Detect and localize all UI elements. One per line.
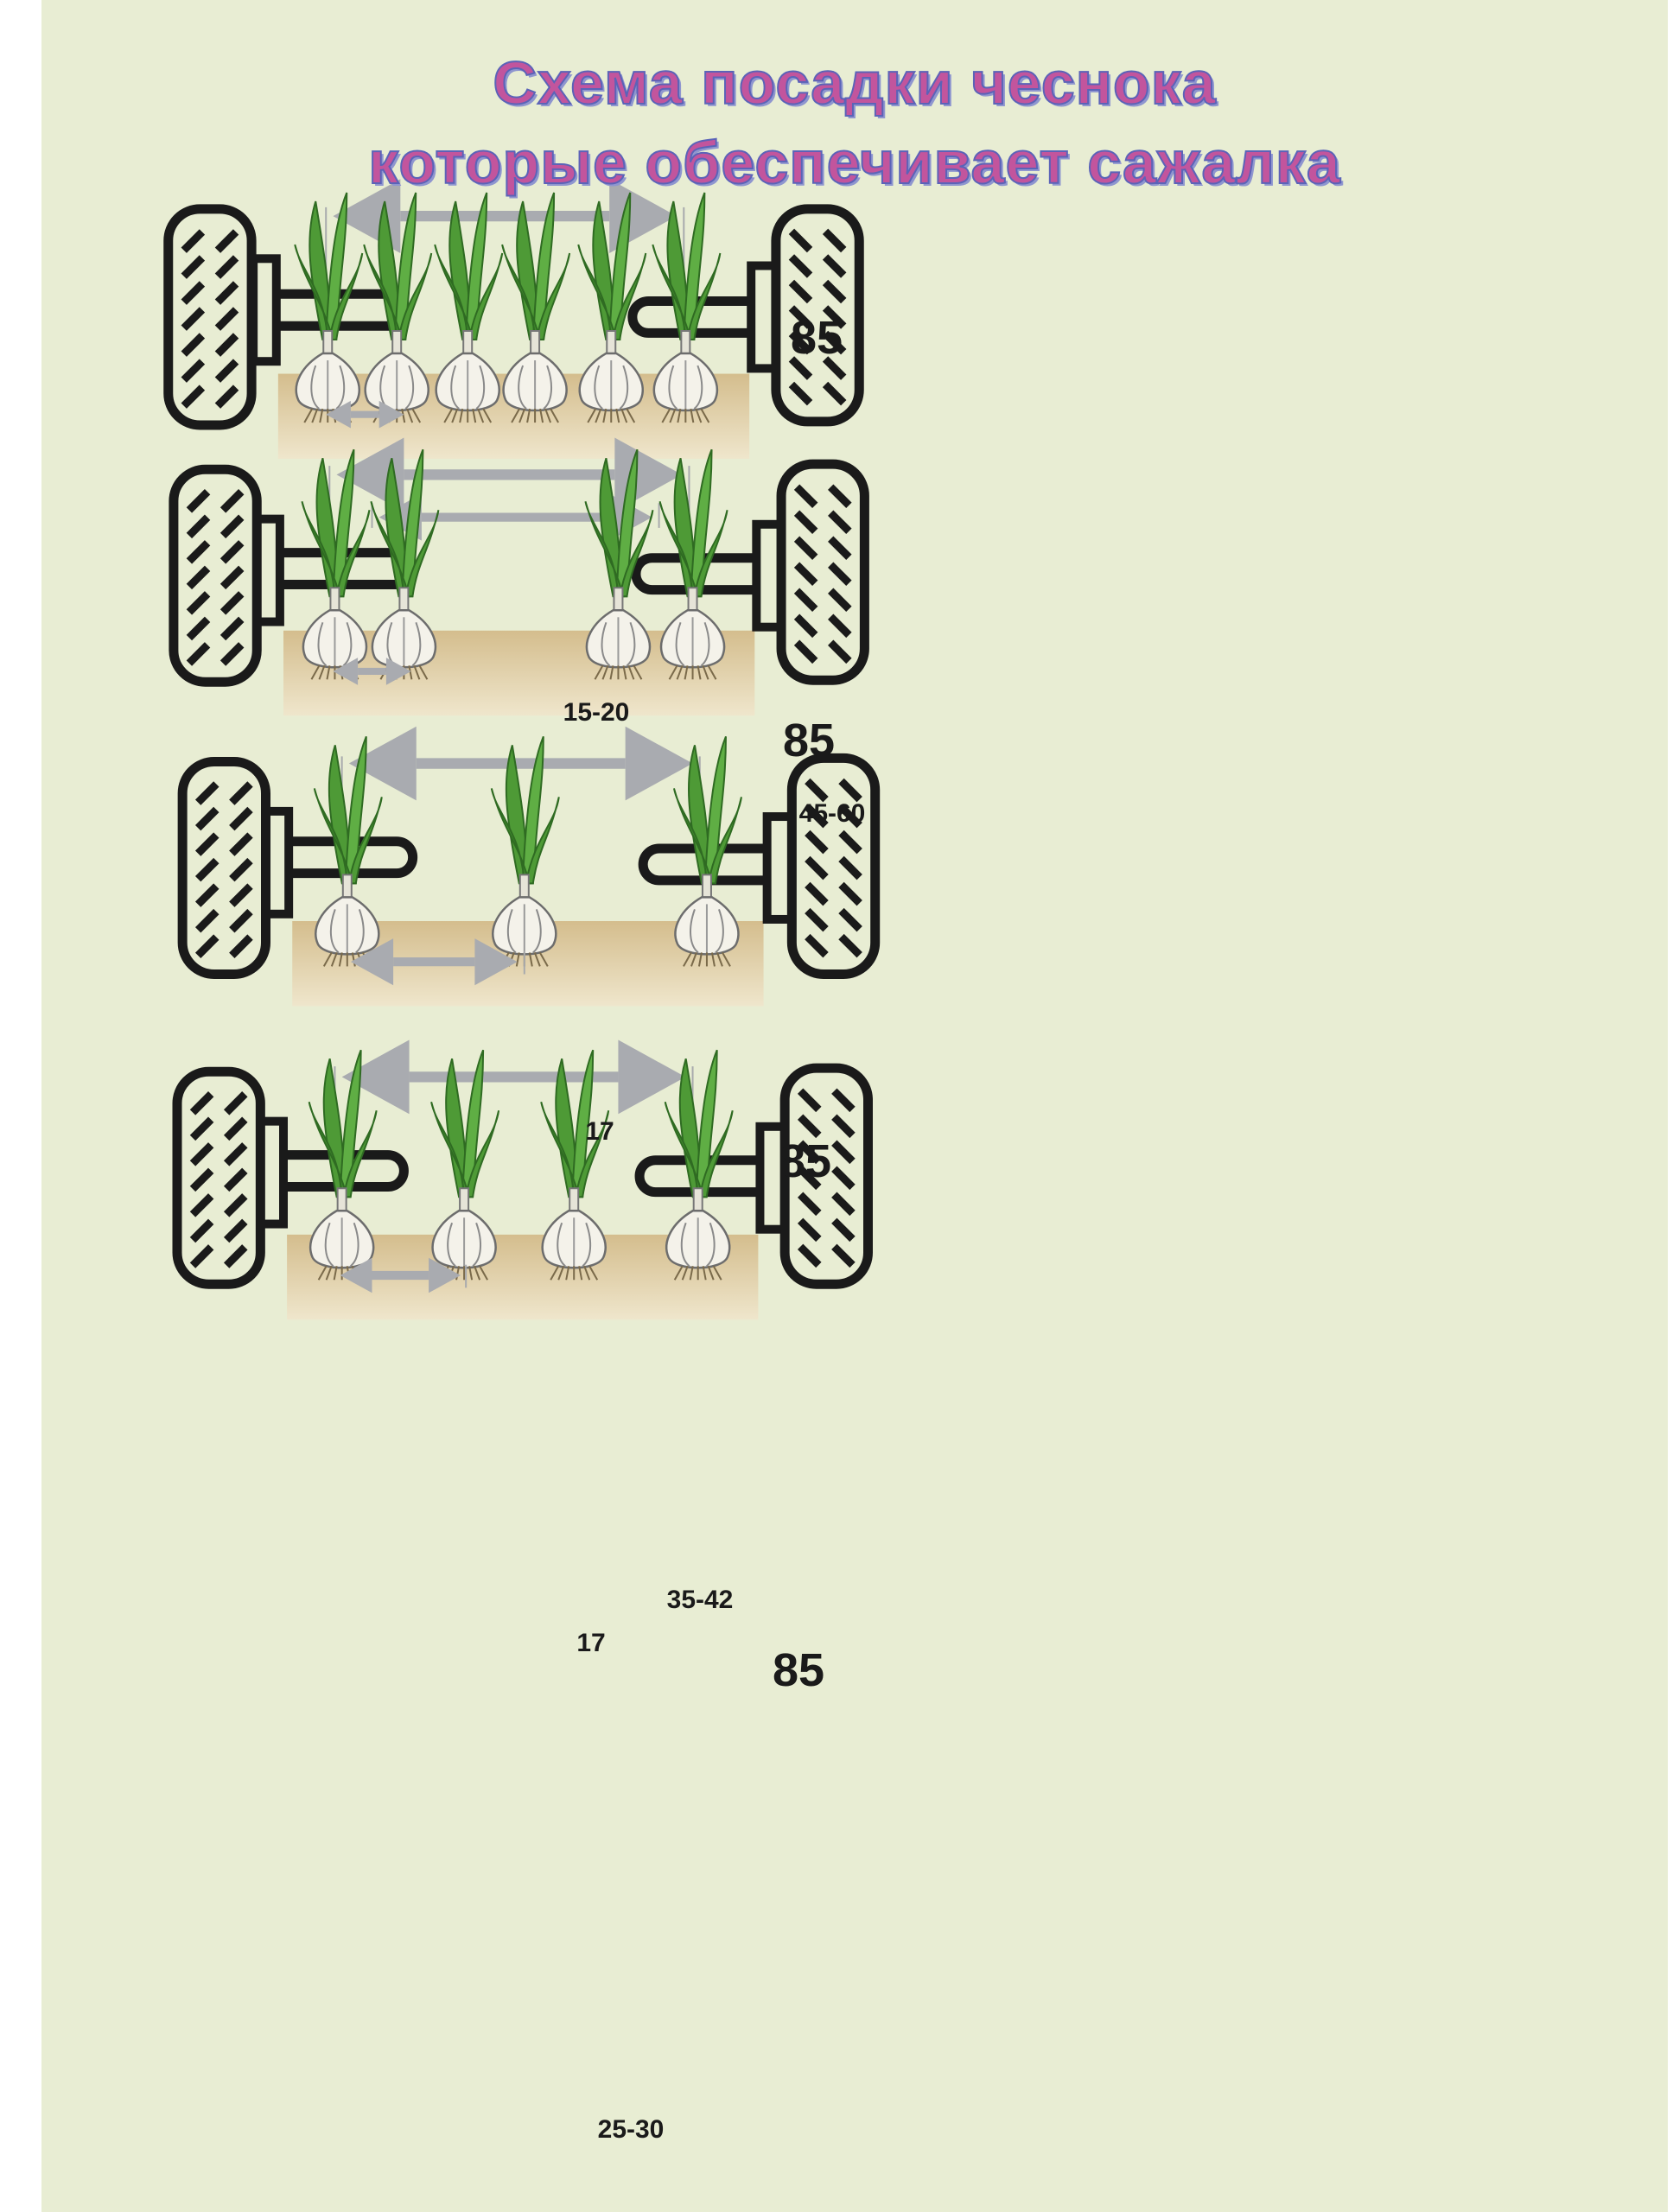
garlic-plant-icon <box>501 192 571 423</box>
garlic-plant-icon <box>370 448 440 680</box>
wheel-hub-right-4 <box>755 1122 790 1234</box>
track-width-arrow-4 <box>341 1039 686 1115</box>
axle-right-2 <box>631 553 757 595</box>
tractor-wheel-icon <box>776 459 869 685</box>
tractor-wheel-icon <box>786 753 881 980</box>
garlic-plant-icon <box>434 192 504 423</box>
garlic-plant-icon <box>584 448 654 680</box>
extra-label-3: 17 <box>576 1629 606 1657</box>
garlic-plant-icon <box>301 448 371 680</box>
row-spacing-label-3: 35-42 <box>666 1586 734 1614</box>
wheel-hub-left-1 <box>249 254 281 366</box>
row-spacing-arrow-3 <box>350 938 518 986</box>
wheel-hub-right-3 <box>762 812 797 924</box>
garlic-plant-icon <box>577 192 647 423</box>
tractor-wheel-icon <box>177 757 270 979</box>
row-spacing-label-2: 17 <box>585 1117 614 1146</box>
row-spacing-label-1: 15-20 <box>563 698 630 727</box>
axle-left-4 <box>283 1150 409 1192</box>
row-spacing-arrow-1 <box>326 400 404 429</box>
wheel-hub-right-2 <box>752 519 786 632</box>
garlic-plant-icon <box>652 192 722 423</box>
garlic-plant-icon <box>490 736 560 967</box>
garlic-plant-icon <box>658 448 728 680</box>
tractor-wheel-icon <box>163 204 257 430</box>
tractor-wheel-icon <box>779 1063 874 1289</box>
axle-left-3 <box>289 836 418 879</box>
garlic-plant-icon <box>294 192 364 423</box>
garlic-plant-icon <box>672 736 742 967</box>
title-line-1: Схема посадки чеснока <box>492 48 1217 118</box>
track-width-label-4: 85 <box>772 1644 825 1696</box>
garlic-plant-icon <box>313 736 383 967</box>
track-width-label-3: 85 <box>779 1135 832 1187</box>
row-spacing-arrow-2 <box>333 658 411 685</box>
track-width-label-2: 85 <box>782 715 836 766</box>
row-spacing-arrow-4 <box>340 1257 461 1294</box>
wheel-hub-left-4 <box>256 1116 289 1229</box>
wheel-hub-right-1 <box>747 261 780 373</box>
garlic-plant-icon <box>308 1049 378 1281</box>
wheel-hub-left-2 <box>252 514 284 626</box>
tractor-wheel-icon <box>172 1066 265 1289</box>
axle-right-4 <box>634 1155 760 1198</box>
track-width-arrow-3 <box>348 726 693 801</box>
garlic-plant-icon <box>664 1049 734 1281</box>
garlic-plant-icon <box>430 1049 500 1281</box>
axle-right-1 <box>627 296 752 338</box>
title-line-2: которые обеспечивает сажалка <box>367 128 1341 197</box>
track-width-label-1: 85 <box>790 312 843 364</box>
axle-right-3 <box>638 843 767 886</box>
garlic-plant-icon <box>540 1049 610 1281</box>
row-spacing-label-4: 25-30 <box>597 2115 665 2144</box>
wheel-hub-left-3 <box>261 806 294 918</box>
inner-gap-label-2: 45-60 <box>798 799 866 828</box>
tractor-wheel-icon <box>169 464 262 687</box>
